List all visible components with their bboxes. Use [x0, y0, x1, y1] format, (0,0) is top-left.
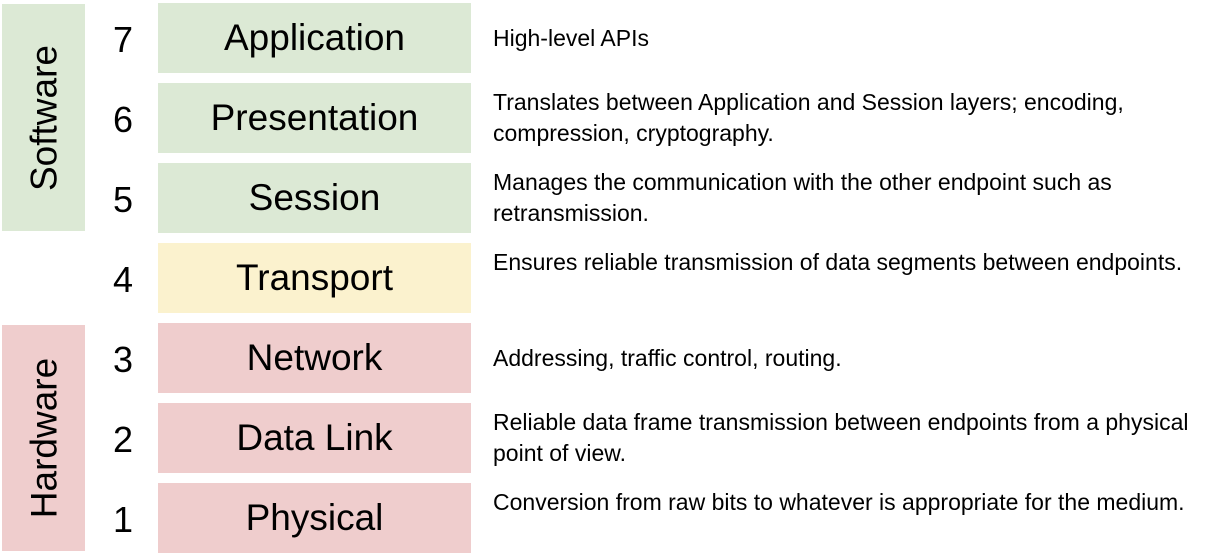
- layer-description: Manages the communication with the other…: [493, 169, 1112, 226]
- software-group-band: Software: [2, 4, 85, 231]
- layer-row-data-link: 2 Data Link Reliable data frame transmis…: [0, 403, 1213, 473]
- layer-description: Addressing, traffic control, routing.: [493, 345, 842, 371]
- layer-description: Translates between Application and Sessi…: [493, 89, 1124, 146]
- layer-number: 1: [112, 499, 134, 540]
- layer-number: 5: [112, 179, 134, 220]
- layer-number: 4: [112, 259, 134, 300]
- layer-number: 2: [112, 419, 134, 460]
- layer-number: 3: [112, 339, 134, 380]
- layer-row-application: 7 Application High-level APIs: [0, 3, 1213, 73]
- layer-description: Conversion from raw bits to whatever is …: [493, 489, 1185, 515]
- layer-row-transport: 4 Transport Ensures reliable transmissio…: [0, 243, 1213, 313]
- layer-description: Reliable data frame transmission between…: [493, 409, 1189, 466]
- layer-row-presentation: 6 Presentation Translates between Applic…: [0, 83, 1213, 153]
- layer-row-network: 3 Network Addressing, traffic control, r…: [0, 323, 1213, 393]
- layer-box-transport: Transport: [158, 243, 471, 313]
- layer-description: Ensures reliable transmission of data se…: [493, 249, 1183, 275]
- layer-number: 6: [112, 99, 134, 140]
- layer-box-physical: Physical: [158, 483, 471, 553]
- hardware-group-band: Hardware: [2, 325, 85, 551]
- layer-box-network: Network: [158, 323, 471, 393]
- layer-box-application: Application: [158, 3, 471, 73]
- layer-row-session: 5 Session Manages the communication with…: [0, 163, 1213, 233]
- layer-box-data-link: Data Link: [158, 403, 471, 473]
- layer-description: High-level APIs: [493, 25, 649, 51]
- layer-box-session: Session: [158, 163, 471, 233]
- layer-row-physical: 1 Physical Conversion from raw bits to w…: [0, 483, 1213, 553]
- layer-box-presentation: Presentation: [158, 83, 471, 153]
- layer-number: 7: [112, 19, 134, 60]
